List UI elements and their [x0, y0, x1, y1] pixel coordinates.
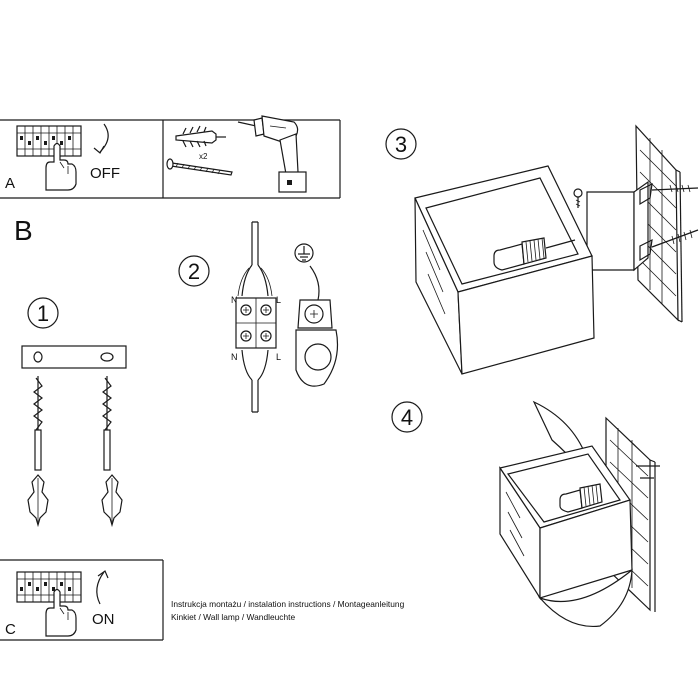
- hand-icon: [45, 142, 77, 191]
- quantity-label: x2: [199, 152, 208, 161]
- n-top-label: N: [231, 295, 238, 305]
- drill-icon: [237, 115, 307, 193]
- wall-plug-icon: [175, 125, 226, 148]
- panel-c-label: C: [5, 621, 16, 638]
- on-label: ON: [92, 611, 115, 628]
- fuse-box-icon: [16, 125, 82, 157]
- curved-arrow-icon: [93, 123, 109, 154]
- n-bottom-label: N: [231, 352, 238, 362]
- ground-symbol-icon: [294, 243, 314, 263]
- panel-a: A: [0, 115, 341, 199]
- step-4-number: 4: [401, 405, 413, 430]
- panel-a-label: A: [5, 175, 15, 192]
- screw-icon: [651, 184, 699, 248]
- step-2-number: 2: [188, 259, 200, 284]
- off-label: OFF: [90, 165, 120, 182]
- screw-icon: [102, 376, 112, 471]
- screw-icon: [33, 376, 43, 471]
- step-1-number: 1: [37, 301, 49, 326]
- cube-lamp-icon: [414, 165, 595, 375]
- ground-terminal-icon: [295, 299, 339, 387]
- step-4: 4: [391, 400, 660, 628]
- cube-lamp-icon: [499, 445, 633, 628]
- fuse-box-icon: [16, 571, 82, 603]
- caption: Instrukcja montażu / instalation instruc…: [171, 599, 405, 622]
- screw-icon: [573, 188, 583, 208]
- l-bottom-label: L: [276, 352, 281, 362]
- step-3: 3: [385, 124, 699, 375]
- wall-plug-icon: [27, 474, 49, 528]
- curved-arrow-icon: [96, 570, 109, 605]
- wall-plug-icon: [101, 474, 123, 528]
- step-2: 2 N L N L: [178, 221, 339, 413]
- caption-line-1: Instrukcja montażu / instalation instruc…: [171, 599, 405, 609]
- panel-c: C ON: [0, 559, 164, 641]
- panel-b-label: B: [14, 215, 33, 246]
- step-3-number: 3: [395, 132, 407, 157]
- screw-icon: [166, 158, 233, 176]
- l-top-label: L: [276, 295, 281, 305]
- step-1: 1: [21, 297, 127, 528]
- mounting-plate: [21, 345, 127, 369]
- hand-icon: [45, 588, 77, 637]
- terminal-block-icon: [235, 297, 277, 349]
- caption-line-2: Kinkiet / Wall lamp / Wandleuchte: [171, 612, 295, 622]
